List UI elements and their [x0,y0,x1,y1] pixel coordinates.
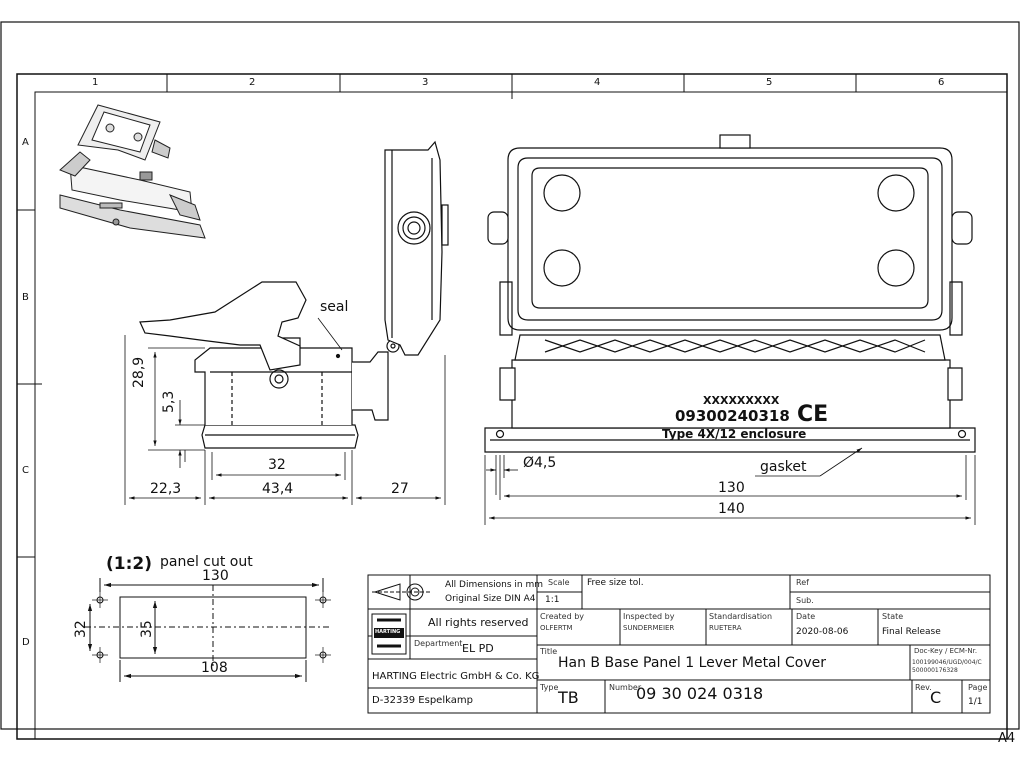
row-label-d: D [22,637,30,648]
panel-cutout-drawing [85,578,331,682]
standardisation-label: Standardisation [709,612,773,621]
inspected-by-value: SUNDERMEIER [623,624,675,632]
col-label-2: 2 [249,77,256,88]
sheet-size-label: A4 [998,731,1016,746]
dim-left-offset: 22,3 [150,481,182,497]
created-by-label: Created by [540,612,585,621]
row-label-c: C [22,465,29,476]
zone-grid [17,74,857,558]
free-size-tol: Free size tol. [587,578,644,588]
harting-logo [371,613,407,655]
inner-border [34,91,1008,740]
projection-symbol [372,583,430,601]
created-by-value: OLFERTM [540,624,573,632]
standardisation-value: RUETERA [709,624,742,632]
dim-height-total: 28,9 [131,356,147,388]
dim-mid-span: 43,4 [262,481,294,497]
col-label-4: 4 [594,77,601,88]
rev-value: C [930,688,942,707]
part-number-marking: 09300240318 [675,407,790,425]
dimensions-note: All Dimensions in mm [445,580,544,590]
company-name: HARTING Electric GmbH & Co. KG [372,671,540,682]
dockey-label: Doc-Key / ECM-Nr. [914,647,978,655]
cutout-dim-width: 108 [201,660,228,676]
cutout-title: panel cut out [160,554,253,570]
rev-label: Rev. [915,683,932,692]
company-address: D-32339 Espelkamp [372,695,473,706]
gasket-label: gasket [760,459,807,475]
dockey-value-2: 500000176328 [912,667,958,674]
col-label-1: 1 [92,77,99,88]
page-value: 1/1 [968,697,983,707]
row-label-b: B [22,292,29,303]
iso-view [59,104,206,239]
date-label: Date [796,612,816,621]
type-value: TB [558,688,579,707]
side-view [139,140,449,449]
date-value: 2020-08-06 [796,627,849,637]
state-label: State [882,612,904,621]
scale-value: 1:1 [545,595,560,605]
rights-note: All rights reserved [428,616,529,629]
number-label: Number [609,683,642,692]
col-label-3: 3 [422,77,429,88]
dockey-value-1: 100199046/UGD/004/C [912,659,982,666]
dim-base-width: 32 [268,457,286,473]
drawing-number: 09 30 024 0318 [636,684,764,703]
col-label-6: 6 [938,77,945,88]
page-label: Page [968,683,988,692]
enclosure-type: Type 4X/12 enclosure [662,427,807,441]
department-label: Department [414,639,463,648]
dim-overall-width: 140 [718,501,745,517]
cutout-dim-height: 35 [139,620,155,638]
dim-hole-diameter: Ø4,5 [523,455,557,471]
sub-label: Sub. [796,596,814,605]
outer-border [0,21,1020,730]
type-label: Type [540,683,559,692]
inspected-by-label: Inspected by [623,612,675,621]
side-view-dim-lines [124,317,446,505]
state-value: Final Release [882,627,941,637]
title-block-grid [367,574,991,714]
scale-label: Scale [548,578,570,587]
dim-hole-spacing: 130 [718,480,745,496]
ce-mark: CE [797,402,829,427]
cutout-dim-hole-y: 32 [73,620,89,638]
dim-right-offset: 27 [391,481,409,497]
department-value: EL PD [462,642,494,655]
row-label-a: A [22,137,29,148]
cutout-scale: (1:2) [106,554,152,574]
seal-label: seal [320,299,349,315]
front-view [484,134,976,453]
harting-logo-text: HARTING [375,629,401,635]
front-view-dim-lines [484,447,976,525]
title-label: Title [540,647,558,656]
col-label-5: 5 [766,77,773,88]
marking-code: XXXXXXXXX [703,394,780,407]
cutout-dim-hole-x: 130 [202,568,229,584]
dim-height-base: 5,3 [161,390,177,413]
original-size: Original Size DIN A4 [445,594,536,604]
ref-label: Ref [796,578,809,587]
document-title: Han B Base Panel 1 Lever Metal Cover [558,655,826,671]
